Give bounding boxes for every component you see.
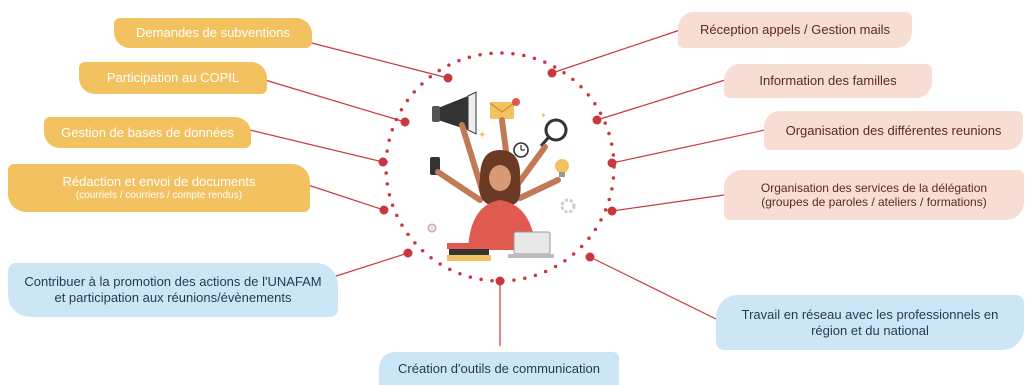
box-label: Gestion de bases de données [61, 124, 234, 140]
box-label: Participation au COPIL [106, 70, 240, 86]
box-gestion-bases: Gestion de bases de données [44, 117, 251, 148]
box-creation-outils: Création d'outils de communication [379, 352, 619, 385]
envelope-icon [489, 98, 520, 119]
box-label-line1: Contribuer à la promotion des actions de… [24, 274, 322, 290]
box-label-line2: région et du national [811, 322, 929, 338]
box-organisation-reunions: Organisation des différentes reunions [764, 111, 1023, 150]
box-participation-copil: Participation au COPIL [79, 62, 267, 94]
box-label: Demandes de subventions [136, 25, 290, 41]
box-promotion-unafam: Contribuer à la promotion des actions de… [8, 263, 338, 317]
box-reception-appels: Réception appels / Gestion mails [678, 12, 912, 48]
box-label: Création d'outils de communication [398, 360, 600, 376]
multitasking-woman-icon: ✦ ✦ [427, 91, 576, 261]
megaphone-icon [432, 91, 477, 135]
magnifier-icon [539, 118, 568, 147]
laptop-icon [508, 231, 554, 258]
box-demandes-subventions: Demandes de subventions [114, 18, 312, 48]
box-label: Organisation des services de la délégati… [760, 180, 988, 195]
ring-nodes [378, 68, 617, 286]
box-travail-reseau: Travail en réseau avec les professionnel… [716, 295, 1024, 350]
connector-lines [249, 29, 766, 346]
box-sublabel: (courriels / courriers / compte rendus) [75, 189, 243, 201]
box-label: Rédaction et envoi de documents [62, 174, 256, 190]
gear-icon [560, 198, 576, 214]
box-sublabel: (groupes de paroles / ateliers / formati… [761, 195, 987, 209]
box-redaction-documents: Rédaction et envoi de documents (courrie… [8, 164, 310, 212]
box-label-line1: Travail en réseau avec les professionnel… [741, 306, 999, 322]
lightbulb-icon [555, 159, 569, 177]
box-label: Organisation des différentes reunions [785, 122, 1002, 138]
box-organisation-services: Organisation des services de la délégati… [724, 170, 1024, 220]
books-icon [447, 243, 491, 261]
box-information-familles: Information des familles [724, 64, 932, 98]
box-label-line2: et participation aux réunions/évènements [54, 290, 292, 305]
user-badge-icon [427, 223, 437, 233]
box-label: Information des familles [759, 73, 897, 89]
box-label: Réception appels / Gestion mails [699, 22, 891, 38]
sparkle-icon-2: ✦ [540, 111, 547, 120]
clock-icon [513, 142, 529, 158]
sparkle-icon: ✦ [478, 130, 486, 141]
